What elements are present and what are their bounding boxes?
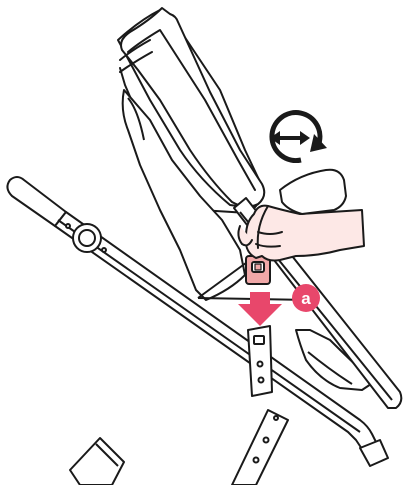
recline-release-buckle <box>246 256 270 284</box>
armrest-pad <box>280 170 346 214</box>
canopy-rim <box>121 8 264 207</box>
lower-leg-bar <box>232 410 288 485</box>
rotate-both-directions-icon <box>270 113 327 161</box>
handle-grip <box>7 177 66 226</box>
step-marker-label: a <box>301 289 311 308</box>
seat-bracket <box>248 326 272 396</box>
lower-left-fragment <box>70 438 124 485</box>
step-marker: a <box>292 284 320 312</box>
push-down-arrow-icon <box>238 292 282 326</box>
